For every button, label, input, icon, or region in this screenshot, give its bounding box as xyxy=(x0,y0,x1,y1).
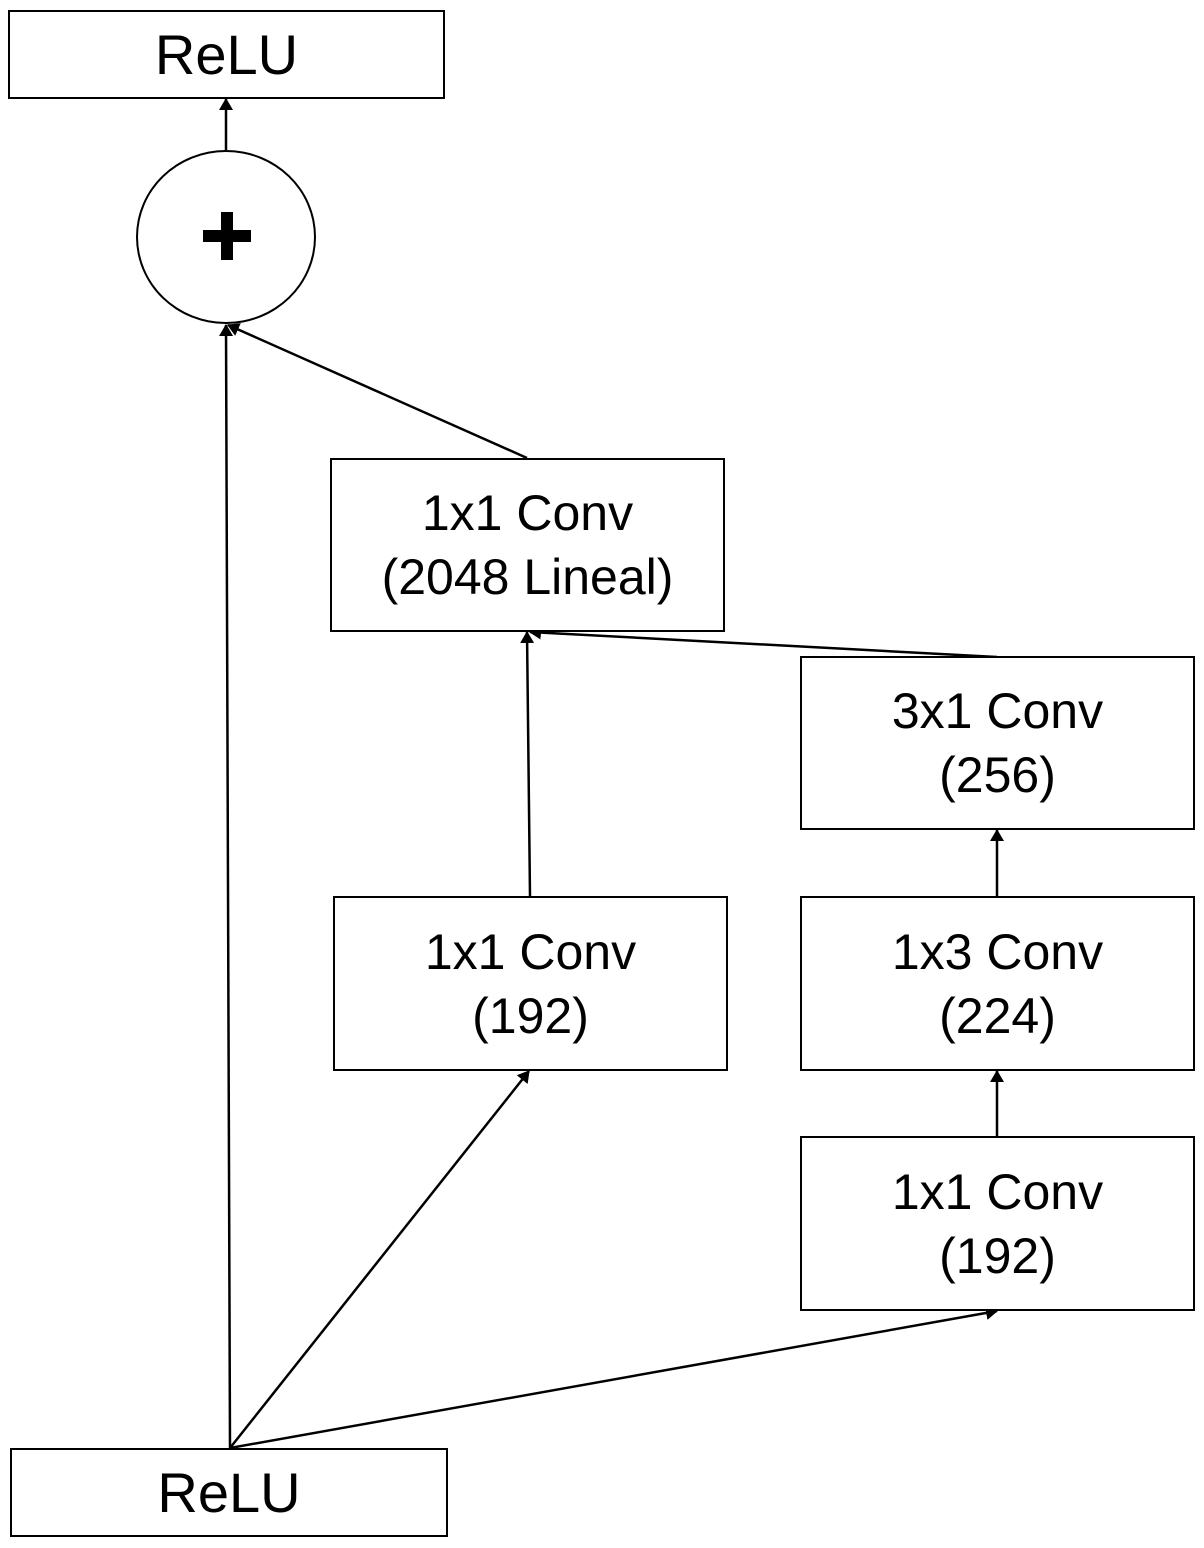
edge-linear-to-add xyxy=(227,323,528,460)
conv-linear-detail: (2048 Lineal) xyxy=(381,549,674,605)
branch2-conv-1x3-detail: (224) xyxy=(939,987,1056,1044)
branch2-conv-1x3-node: 1x3 Conv (224) xyxy=(800,896,1195,1071)
branch2-conv-3x1-detail: (256) xyxy=(939,747,1056,803)
branch1-conv-detail: (192) xyxy=(472,987,589,1044)
relu-bottom-label: ReLU xyxy=(157,1460,301,1524)
edge-relu-bottom-to-add xyxy=(219,324,234,1449)
conv-linear-node: 1x1 Conv (2048 Lineal) xyxy=(330,458,725,632)
relu-top-label: ReLU xyxy=(154,22,299,86)
edge-relu-bottom-to-branch1-conv xyxy=(229,1070,530,1449)
relu-top-node: ReLU xyxy=(8,10,445,99)
branch2-conv-3x1-node: 3x1 Conv (256) xyxy=(800,656,1195,830)
branch2-conv-1x3-op: 1x3 Conv xyxy=(891,923,1104,980)
conv-linear-op: 1x1 Conv xyxy=(421,485,634,541)
plus-icon-stroke xyxy=(221,212,233,260)
branch2-conv-1x1-node: 1x1 Conv (192) xyxy=(800,1136,1195,1311)
edge-relu-bottom-to-branch2-conv-1x1 xyxy=(229,1306,998,1450)
edge-branch2-3x1-to-linear xyxy=(529,625,998,659)
relu-bottom-node: ReLU xyxy=(10,1448,448,1537)
branch1-conv-op: 1x1 Conv xyxy=(424,923,637,980)
branch2-conv-3x1-op: 3x1 Conv xyxy=(891,683,1104,739)
branch2-conv-1x1-detail: (192) xyxy=(939,1227,1056,1284)
add-node xyxy=(136,150,316,324)
branch1-conv-node: 1x1 Conv (192) xyxy=(333,896,728,1071)
edge-branch1-conv-to-linear xyxy=(520,631,535,897)
branch2-conv-1x1-op: 1x1 Conv xyxy=(891,1163,1104,1220)
